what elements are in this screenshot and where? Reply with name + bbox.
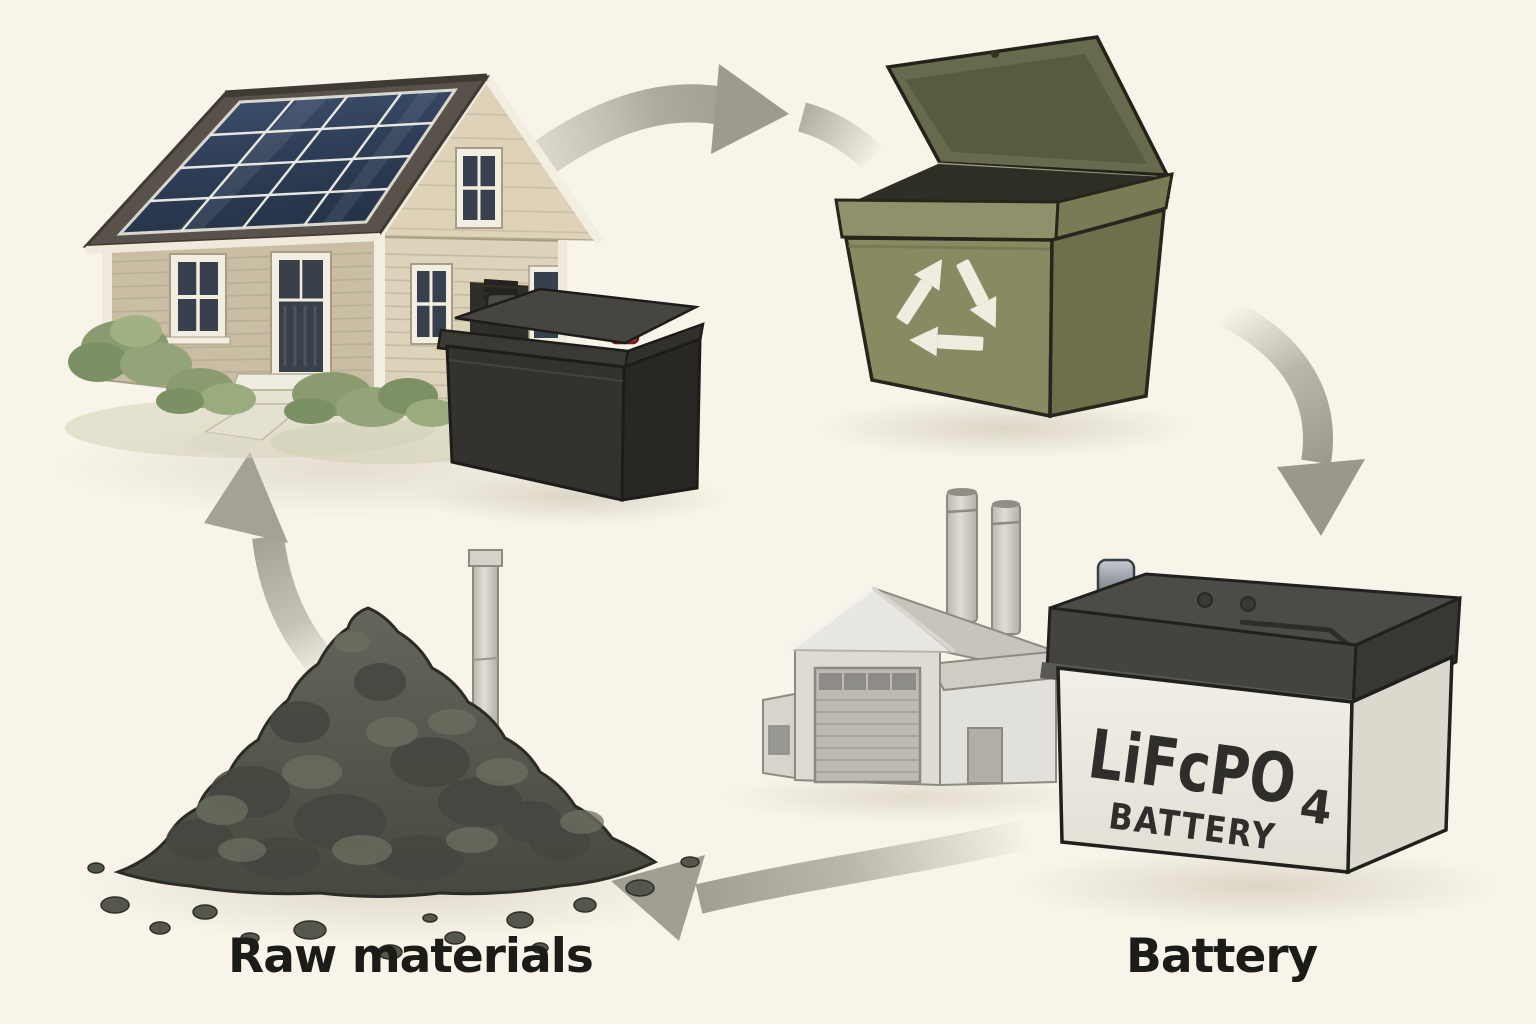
arrowhead — [711, 64, 789, 154]
garage-door — [813, 666, 922, 784]
cycle-arrow-house-to-bin-icon — [518, 64, 883, 184]
bush — [284, 372, 458, 427]
raw-materials-label: Raw materials — [228, 929, 593, 984]
bush — [68, 315, 256, 415]
home-battery-icon — [436, 278, 705, 502]
arrowhead — [611, 855, 705, 941]
recycle-symbol-icon — [896, 259, 997, 357]
factory-icon — [762, 488, 1076, 787]
factory-door — [967, 727, 1003, 784]
bin-side — [1048, 207, 1166, 419]
battery-body-side — [1346, 654, 1454, 875]
smokestack — [991, 500, 1021, 635]
lifepo4-battery-icon: LiFcPO 4 BATTERY — [1040, 558, 1462, 875]
battery-chemistry-subscript: 4 — [1297, 778, 1336, 836]
pile-highlights — [196, 631, 604, 865]
battery-label: Battery — [1126, 929, 1318, 984]
solar-house-icon — [65, 73, 604, 464]
arrowhead — [204, 452, 288, 543]
factory-window — [768, 725, 790, 755]
house-window — [410, 263, 453, 345]
house-window — [165, 253, 231, 345]
arrowhead — [1277, 459, 1365, 536]
smokestack — [946, 488, 978, 623]
scattered-rocks — [87, 856, 700, 960]
cycle-arrow-bin-to-battery-icon — [1219, 298, 1365, 536]
attic-window — [455, 147, 503, 229]
raw-materials-pile-icon — [87, 606, 700, 960]
cycle-arrow-battery-to-materials-icon — [611, 819, 1030, 941]
house-door — [270, 251, 332, 377]
recycling-bin-icon — [834, 35, 1174, 419]
bin-rim — [834, 198, 1060, 242]
solar-panel-array — [82, 73, 490, 254]
